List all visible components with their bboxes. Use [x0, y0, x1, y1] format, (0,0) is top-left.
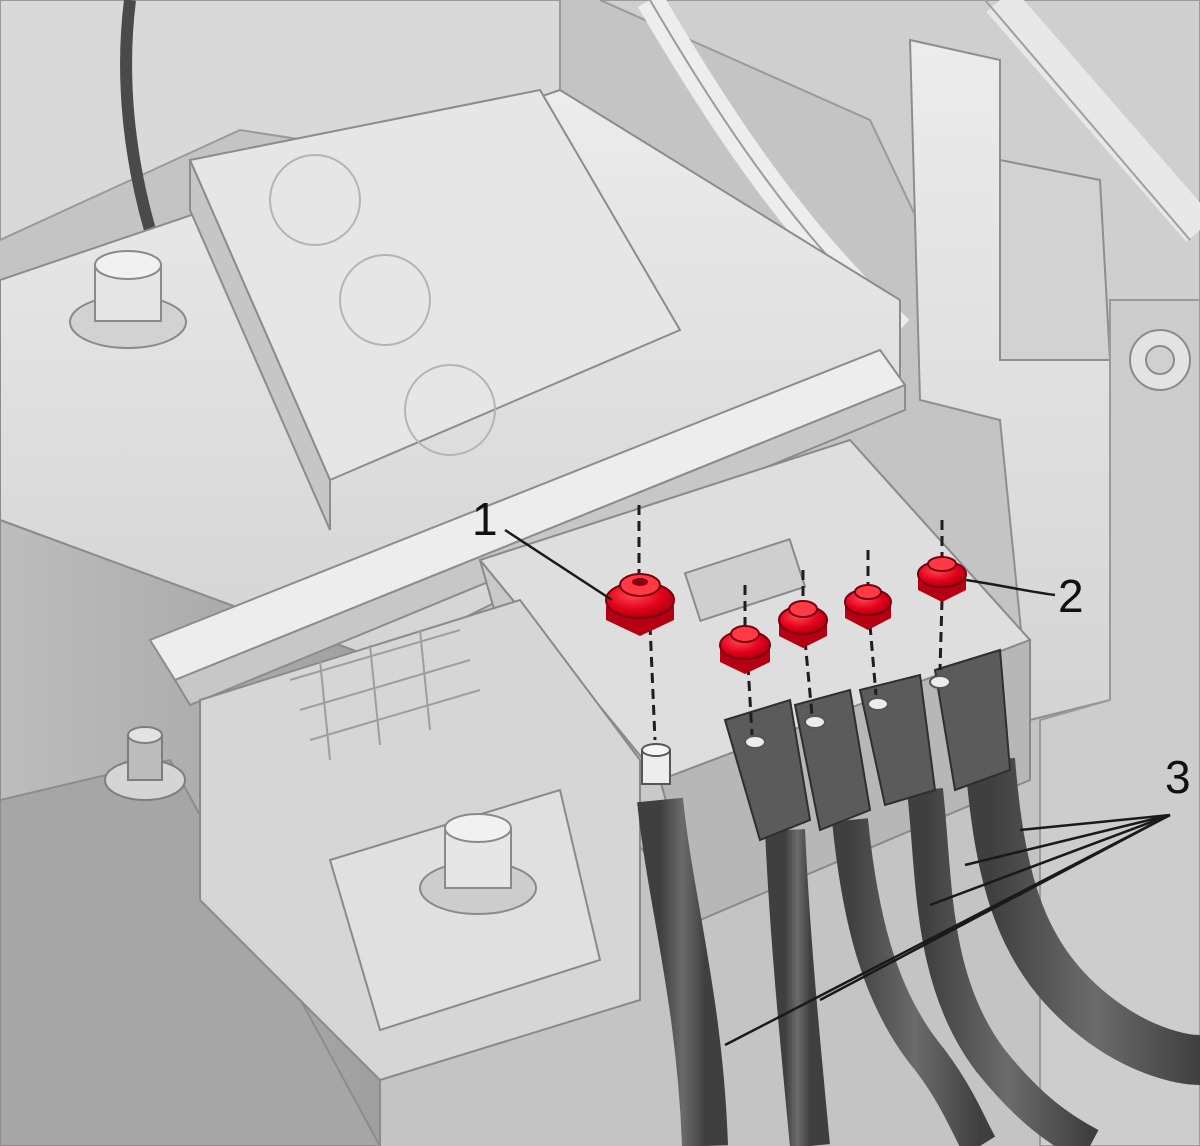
lug-studs	[641, 675, 951, 785]
highlighted-nuts	[605, 556, 967, 674]
leader-line-3e	[724, 813, 1171, 1047]
cables	[637, 757, 1200, 1146]
cover-vent-3	[404, 364, 496, 456]
cover-vent-1	[269, 154, 361, 246]
callout-2: 2	[1058, 570, 1084, 622]
leader-line-3b	[964, 813, 1171, 867]
stud-icon	[744, 735, 766, 749]
pushpin-clip	[1129, 329, 1191, 391]
pipe-right	[986, 0, 1200, 242]
leader-line-1	[504, 528, 613, 602]
hex-nut-icon	[917, 556, 967, 602]
right-floor	[1039, 299, 1200, 1146]
hex-nut-icon	[605, 573, 675, 636]
battery-post-rear	[69, 250, 187, 349]
stud-icon	[929, 675, 951, 689]
fuse-slot	[683, 537, 807, 623]
hex-nut-icon	[778, 600, 828, 648]
mounting-bolt	[104, 726, 186, 801]
leader-line-3a	[1019, 813, 1171, 832]
housing-grid	[289, 629, 481, 761]
callout-1: 1	[472, 493, 498, 545]
leader-lines	[504, 528, 1171, 1047]
stud-icon	[804, 715, 826, 729]
leader-line-3c	[929, 813, 1171, 907]
hex-nut-icon	[844, 584, 892, 630]
battery-cover-edge	[189, 159, 331, 531]
hose-upper	[120, 0, 156, 232]
assembly-axis-lines	[637, 505, 944, 741]
pipe-right-edge	[984, 0, 1191, 241]
stud-icon	[867, 697, 889, 711]
battery-post-front	[419, 813, 537, 915]
leader-line-2	[965, 578, 1056, 597]
stud-icon	[641, 743, 671, 785]
callout-3: 3	[1165, 751, 1191, 803]
cover-vent-2	[339, 254, 431, 346]
right-bracket-side	[999, 158, 1112, 361]
hex-nut-icon	[719, 625, 771, 674]
